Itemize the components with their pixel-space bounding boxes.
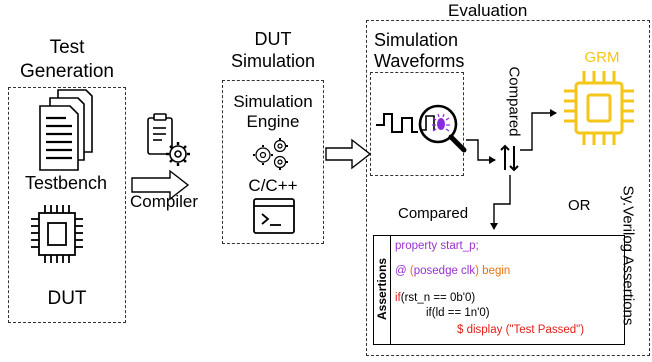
assertions-tab-divider bbox=[390, 235, 391, 345]
or-label: OR bbox=[568, 197, 591, 214]
assertion-cond-2: (ld == 1n'0) bbox=[431, 307, 490, 319]
assertion-open: ( bbox=[409, 265, 414, 277]
assertion-cond-1: (rst_n == 0b'0) bbox=[400, 292, 476, 304]
terminal-icon bbox=[253, 198, 295, 234]
test-generation-title-line1: Test bbox=[49, 37, 85, 58]
simulation-engine-line2: Engine bbox=[246, 112, 300, 131]
compiler-arrow bbox=[131, 169, 190, 201]
assertion-line-3: if(rst_n == 0b'0) bbox=[395, 292, 476, 305]
assertion-line-2: @ (posedge clk) begin bbox=[395, 265, 511, 278]
assertion-display: $ display bbox=[457, 324, 503, 336]
assertion-line-5: $ display ("Test Passed") bbox=[457, 324, 585, 337]
waveform-magnifier-icon bbox=[376, 104, 467, 153]
grm-chip-icon bbox=[564, 71, 634, 145]
testbench-label: Testbench bbox=[24, 173, 108, 193]
evaluation-box bbox=[366, 20, 650, 356]
test-generation-title-line2: Generation bbox=[19, 61, 114, 82]
compare-to-grm-arrow bbox=[520, 109, 557, 151]
assertion-close: ) bbox=[475, 265, 479, 277]
compiler-document-gear-icon bbox=[147, 113, 190, 166]
simulation-waveforms-title-line1: Simulation bbox=[374, 30, 459, 50]
compiler-label: Compiler bbox=[130, 192, 199, 211]
assertion-if-2: if bbox=[426, 307, 432, 319]
evaluation-title: Evaluation bbox=[448, 1, 528, 20]
simulation-waveforms-title-line2: Waveforms bbox=[374, 51, 465, 71]
test-generation-box bbox=[8, 87, 126, 323]
sim-to-waveform-arrow bbox=[325, 138, 372, 170]
assertion-at: @ bbox=[395, 265, 407, 277]
compare-to-assertions-arrow bbox=[490, 175, 511, 230]
assertion-line-4: if(ld == 1n'0) bbox=[426, 307, 490, 320]
engine-gears-icon bbox=[253, 138, 288, 170]
grm-label: GRM bbox=[584, 49, 620, 66]
dut-chip-icon bbox=[31, 205, 83, 263]
dut-label: DUT bbox=[47, 288, 87, 309]
simulation-waveforms-box bbox=[370, 72, 464, 176]
testbench-document-icon bbox=[39, 89, 93, 171]
assertion-line-1: property start_p; bbox=[395, 240, 479, 253]
assertions-box bbox=[373, 235, 625, 345]
assertion-begin: begin bbox=[482, 265, 511, 277]
waveform-to-compare-arrow bbox=[466, 139, 496, 164]
assertion-display-args: ("Test Passed") bbox=[505, 324, 585, 336]
assertion-property: property start_p; bbox=[395, 240, 479, 252]
assertion-if-1: if bbox=[395, 292, 401, 304]
c-cpp-label: C/C++ bbox=[248, 176, 298, 195]
compared-horizontal-label: Compared bbox=[398, 205, 469, 222]
compare-exchange-icon bbox=[500, 144, 519, 172]
dut-simulation-box bbox=[222, 80, 324, 244]
dut-simulation-title-line2: Simulation bbox=[230, 51, 316, 71]
bug-icon bbox=[437, 118, 445, 130]
simulation-engine-line1: Simulation bbox=[233, 92, 313, 111]
dut-simulation-title-line1: DUT bbox=[254, 29, 292, 49]
assertion-posedge: posedge clk bbox=[413, 265, 476, 277]
